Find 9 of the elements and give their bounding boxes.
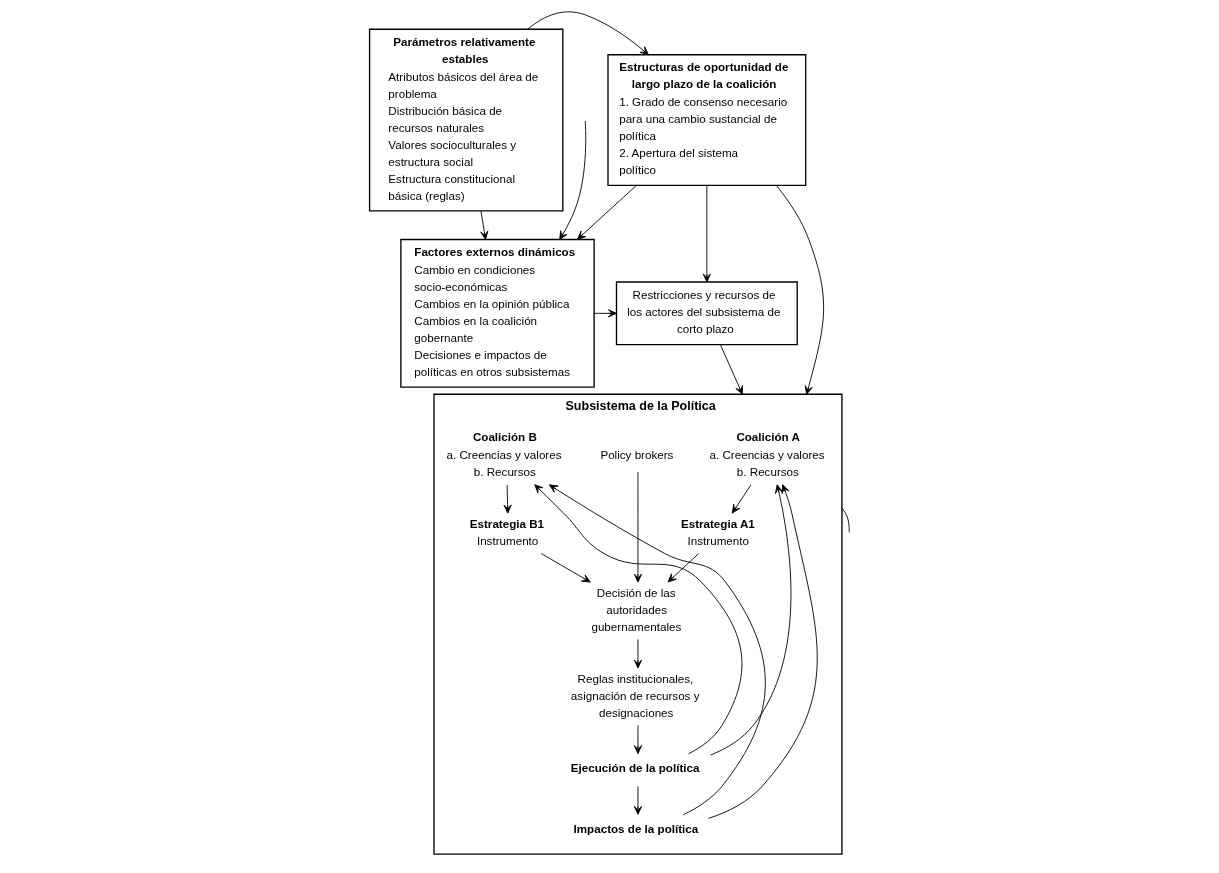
node-text: Impactos de la política (573, 822, 699, 836)
node-text: Ejecución de la política (570, 761, 700, 775)
node-text: Policy brokers (600, 448, 674, 462)
node-text: Estrategia B1 Instrumento (469, 516, 545, 548)
node-text: Reglas institucionales, asignación de recursos y designaciones (570, 671, 700, 719)
node-text: Decisión de las autoridades gubernamentales (591, 585, 682, 633)
node-text: Coalición B a. Creencias y valores b. Recursos (446, 430, 562, 479)
node-text: Estrategia A1 Instrumento (680, 516, 755, 548)
node-text: Coalición A a. Creencias y valores b. Recursos (709, 430, 825, 479)
